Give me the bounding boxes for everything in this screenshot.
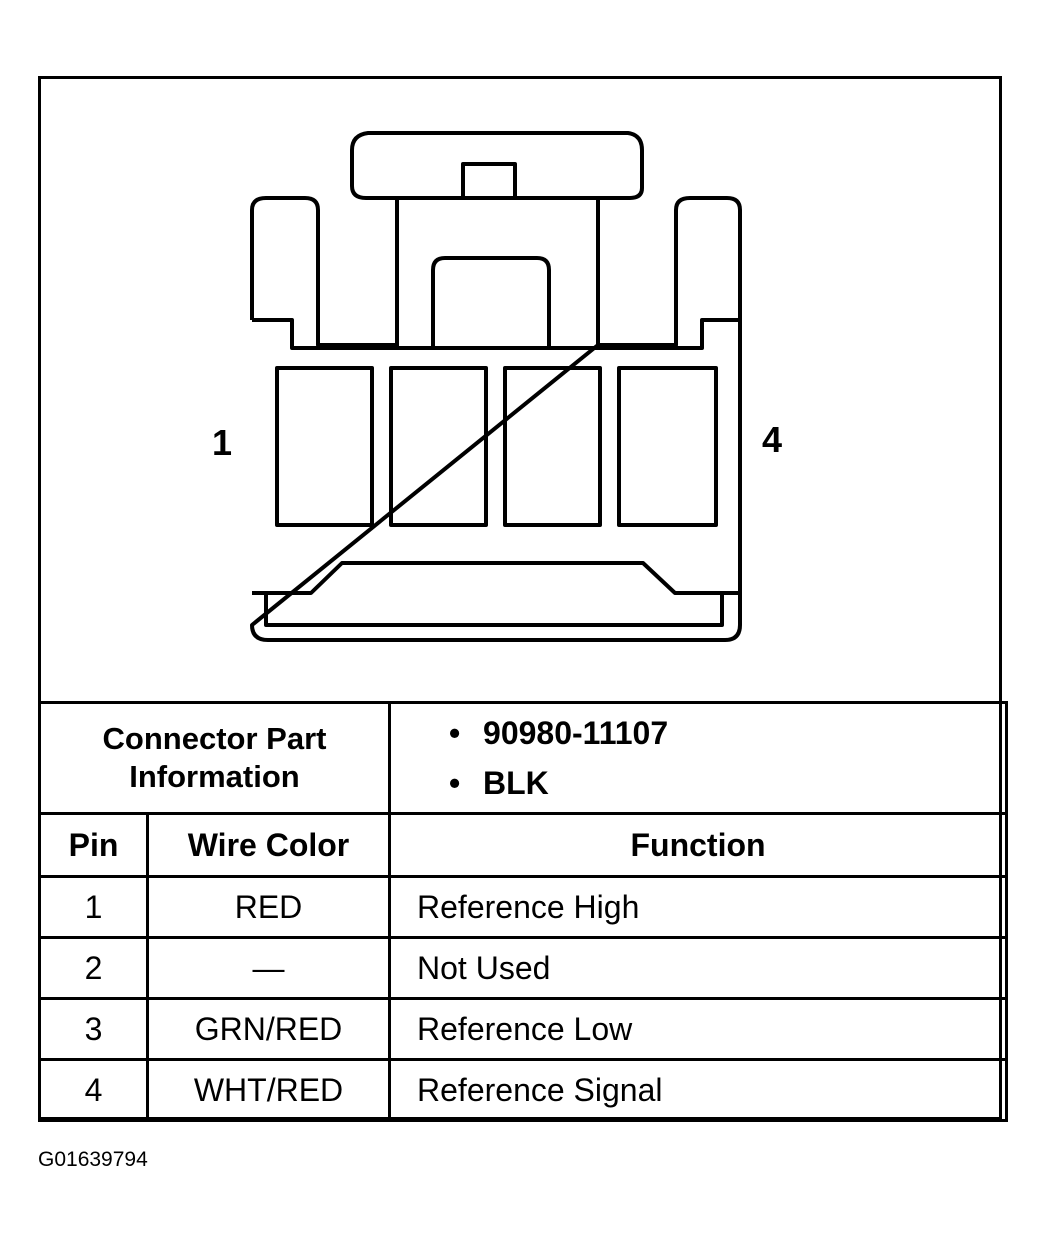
part-info-label: Connector Part Information [37,701,392,815]
table-row: 3 GRN/RED Reference Low [38,997,1009,1061]
pin-cavity-2 [389,366,488,527]
figure-id: G01639794 [38,1148,148,1171]
connector-latch-tab [461,162,517,200]
part-number: 90980-11107 [483,715,669,751]
pin-label-left: 1 [212,422,232,463]
wire-color-cell: GRN/RED [145,997,392,1061]
function-cell: Reference Low [388,997,1009,1061]
pin-cell: 4 [38,1058,149,1122]
connector-shoulder [252,318,740,350]
connector-body [250,196,742,642]
connector-rail [264,593,724,627]
pin-cavity-4 [617,366,718,527]
function-cell: Reference High [388,875,1009,939]
part-info-row: Connector Part Information •90980-11107 … [37,701,1009,815]
pin-cell: 2 [38,936,149,1000]
part-info-bullet: •BLK [449,765,549,801]
table-row: 2 — Not Used [38,936,1009,1000]
wire-color-cell: WHT/RED [145,1058,392,1122]
part-info-values: •90980-11107 •BLK [388,701,1009,815]
pinout-table: Connector Part Information •90980-11107 … [37,701,1009,1122]
part-info-label-line2: Information [129,759,300,794]
header-wire-color: Wire Color [145,812,392,878]
function-cell: Not Used [388,936,1009,1000]
part-info-label-line1: Connector Part [102,721,327,756]
connector-ramp [252,561,740,595]
table-row: 1 RED Reference High [38,875,1009,939]
pin-cell: 1 [38,875,149,939]
header-function: Function [388,812,1009,878]
wire-color-cell: — [145,936,392,1000]
part-info-bullet: •90980-11107 [449,715,669,751]
connector-color: BLK [483,765,549,801]
header-row: Pin Wire Color Function [38,812,1009,878]
pin-cavity-3 [503,366,602,527]
pin-label-right: 4 [762,419,782,460]
pin-cavity-1 [275,366,374,527]
table-row: 4 WHT/RED Reference Signal [38,1058,1009,1122]
function-cell: Reference Signal [388,1058,1009,1122]
pin-cell: 3 [38,997,149,1061]
wire-color-cell: RED [145,875,392,939]
connector-latch-cap [350,131,644,200]
connector-key [431,256,551,348]
connector-diagram: 1 4 [212,131,782,642]
header-pin: Pin [38,812,149,878]
